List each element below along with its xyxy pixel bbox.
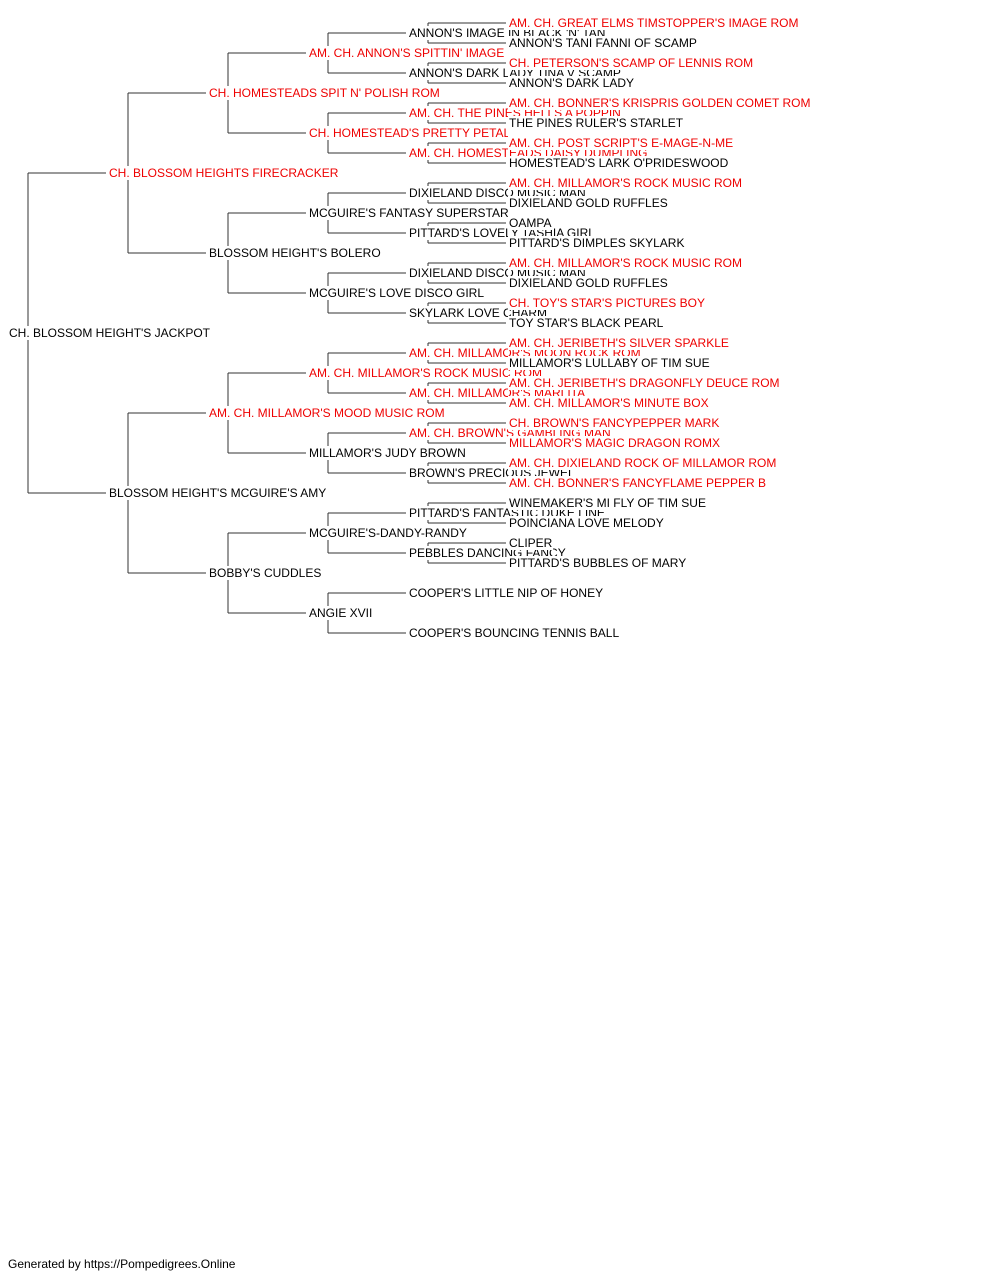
- ancestor-name: CH. HOMESTEAD'S PRETTY PETAL: [308, 126, 512, 140]
- ancestor-name: CH. TOY'S STAR'S PICTURES BOY: [508, 296, 706, 310]
- ancestor-name: DIXIELAND GOLD RUFFLES: [508, 196, 669, 210]
- ancestor-name: COOPER'S LITTLE NIP OF HONEY: [408, 586, 605, 600]
- ancestor-name: AM. CH. ANNON'S SPITTIN' IMAGE: [308, 46, 506, 60]
- ancestor-name: AM. CH. MILLAMOR'S MOOD MUSIC ROM: [208, 406, 446, 420]
- ancestor-name: ANNON'S DARK LADY: [508, 76, 635, 90]
- ancestor-name: AM. CH. MILLAMOR'S ROCK MUSIC ROM: [508, 176, 743, 190]
- ancestor-name: ANGIE XVII: [308, 606, 374, 620]
- ancestor-name: MCGUIRE'S LOVE DISCO GIRL: [308, 286, 485, 300]
- ancestor-name: THE PINES RULER'S STARLET: [508, 116, 685, 130]
- ancestor-name: PITTARD'S BUBBLES OF MARY: [508, 556, 688, 570]
- ancestor-name: MILLAMOR'S MAGIC DRAGON ROMX: [508, 436, 721, 450]
- ancestor-name: COOPER'S BOUNCING TENNIS BALL: [408, 626, 621, 640]
- ancestor-name: TOY STAR'S BLACK PEARL: [508, 316, 665, 330]
- ancestor-name: AM. CH. DIXIELAND ROCK OF MILLAMOR ROM: [508, 456, 778, 470]
- footer-credit: Generated by https://Pompedigrees.Online: [8, 1257, 236, 1271]
- ancestor-name: CH. PETERSON'S SCAMP OF LENNIS ROM: [508, 56, 755, 70]
- ancestor-name: AM. CH. BONNER'S KRISPRIS GOLDEN COMET R…: [508, 96, 812, 110]
- ancestor-name: BOBBY'S CUDDLES: [208, 566, 323, 580]
- ancestor-name: AM. CH. MILLAMOR'S ROCK MUSIC ROM: [508, 256, 743, 270]
- ancestor-name: BLOSSOM HEIGHT'S BOLERO: [208, 246, 382, 260]
- ancestor-name: CH. BLOSSOM HEIGHTS FIRECRACKER: [108, 166, 340, 180]
- ancestor-name: AM. CH. GREAT ELMS TIMSTOPPER'S IMAGE RO…: [508, 16, 800, 30]
- ancestor-name: CH. HOMESTEADS SPIT N' POLISH ROM: [208, 86, 441, 100]
- ancestor-name: HOMESTEAD'S LARK O'PRIDESWOOD: [508, 156, 730, 170]
- ancestor-name: MCGUIRE'S-DANDY-RANDY: [308, 526, 468, 540]
- ancestor-name: PITTARD'S DIMPLES SKYLARK: [508, 236, 686, 250]
- ancestor-name: ANNON'S TANI FANNI OF SCAMP: [508, 36, 698, 50]
- ancestor-name: BLOSSOM HEIGHT'S MCGUIRE'S AMY: [108, 486, 328, 500]
- ancestor-name: MILLAMOR'S JUDY BROWN: [308, 446, 467, 460]
- subject-dog-name: CH. BLOSSOM HEIGHT'S JACKPOT: [8, 326, 211, 340]
- ancestor-name: AM. CH. MILLAMOR'S MINUTE BOX: [508, 396, 710, 410]
- ancestor-name: POINCIANA LOVE MELODY: [508, 516, 665, 530]
- ancestor-name: AM. CH. POST SCRIPT'S E-MAGE-N-ME: [508, 136, 735, 150]
- ancestor-name: AM. CH. MILLAMOR'S ROCK MUSIC ROM: [308, 366, 543, 380]
- ancestor-name: CH. BROWN'S FANCYPEPPER MARK: [508, 416, 721, 430]
- ancestor-name: AM. CH. BONNER'S FANCYFLAME PEPPER B: [508, 476, 768, 490]
- ancestor-name: MCGUIRE'S FANTASY SUPERSTAR: [308, 206, 510, 220]
- ancestor-name: DIXIELAND GOLD RUFFLES: [508, 276, 669, 290]
- ancestor-name: WINEMAKER'S MI FLY OF TIM SUE: [508, 496, 707, 510]
- ancestor-name: CLIPER: [508, 536, 554, 550]
- ancestor-name: AM. CH. JERIBETH'S SILVER SPARKLE: [508, 336, 730, 350]
- ancestor-name: OAMPA: [508, 216, 553, 230]
- ancestor-name: AM. CH. JERIBETH'S DRAGONFLY DEUCE ROM: [508, 376, 781, 390]
- ancestor-name: MILLAMOR'S LULLABY OF TIM SUE: [508, 356, 711, 370]
